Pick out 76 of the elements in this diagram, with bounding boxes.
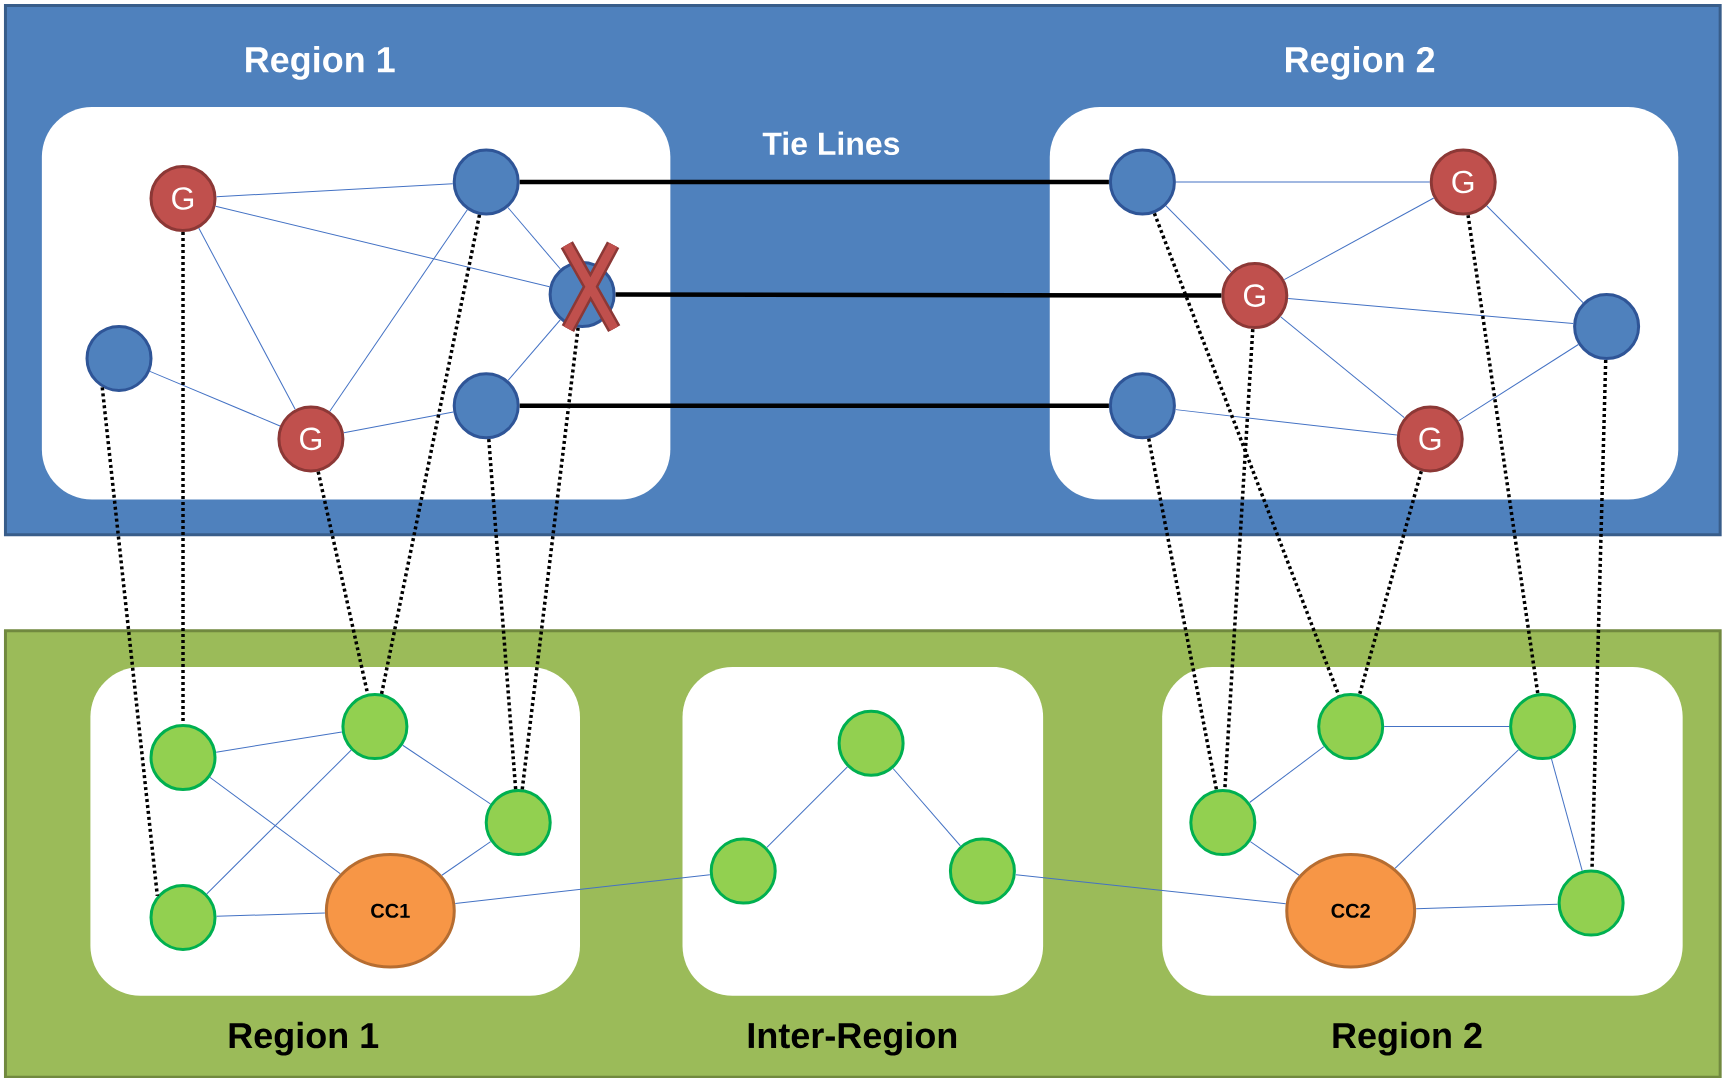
dotted-line (181, 232, 185, 724)
control-center-node: CC2 (1285, 853, 1417, 969)
line (215, 205, 551, 288)
network-node (1509, 693, 1577, 761)
line (1249, 841, 1300, 876)
line (1283, 197, 1435, 281)
region-heading: Region 1 (229, 1021, 379, 1056)
control-center-node: CC1 (324, 853, 456, 969)
line (402, 744, 491, 805)
bus-node (1573, 293, 1641, 360)
dotted-line (1147, 438, 1219, 791)
generator-node: G (277, 405, 345, 473)
bus-node (452, 372, 520, 440)
tie-line (615, 292, 1222, 298)
tie-line (519, 403, 1109, 409)
dotted-line (1152, 212, 1341, 696)
dotted-line (1223, 328, 1255, 790)
bus-node (452, 148, 520, 216)
bus-node (548, 261, 616, 328)
bus-node (85, 324, 153, 392)
network-node (1317, 693, 1385, 761)
line (1175, 409, 1398, 436)
dotted-line (487, 439, 518, 790)
line (1551, 758, 1583, 872)
dotted-line (1590, 359, 1608, 870)
network-node (484, 789, 552, 857)
network-node (149, 724, 217, 791)
line (215, 183, 454, 198)
generator-node: G (149, 165, 217, 232)
line (441, 841, 492, 876)
network-node (1557, 869, 1625, 937)
generator-node: G (1396, 405, 1464, 473)
line (1394, 749, 1519, 869)
network-node (709, 837, 777, 905)
generator-node: G (1429, 148, 1497, 216)
network-node (341, 693, 409, 761)
line (343, 411, 454, 434)
line (1415, 903, 1559, 910)
bus-node (1108, 148, 1176, 216)
line (1249, 746, 1325, 803)
line (1457, 344, 1579, 422)
line (149, 370, 281, 427)
line (1383, 726, 1510, 728)
line (209, 776, 341, 875)
tie-lines-label: Tie Lines (762, 131, 900, 156)
region-heading: Region 2 (1333, 1021, 1482, 1056)
dotted-line (379, 214, 482, 695)
network-node (948, 837, 1016, 905)
line (198, 227, 296, 410)
line (1015, 874, 1287, 905)
dotted-line (100, 387, 160, 897)
generator-node: G (1221, 262, 1289, 330)
line (216, 912, 326, 917)
region-heading: Inter-Region (748, 1021, 957, 1056)
network-node (1189, 789, 1257, 857)
line (454, 874, 711, 904)
line (1287, 298, 1574, 325)
line (892, 767, 961, 847)
dotted-line (520, 327, 580, 790)
line (507, 207, 561, 270)
line (1175, 181, 1431, 183)
line (1280, 316, 1405, 419)
line (206, 749, 352, 895)
network-node (149, 883, 217, 951)
network-node (837, 709, 905, 777)
region-heading: Region 1 (246, 46, 395, 80)
line (215, 731, 343, 753)
bus-node (1108, 372, 1176, 440)
line (1486, 205, 1584, 304)
region-heading: Region 2 (1286, 46, 1435, 80)
line (329, 209, 468, 412)
dotted-line (316, 471, 370, 695)
line (507, 319, 561, 381)
line (766, 766, 848, 848)
tie-line (519, 179, 1109, 185)
line (1165, 205, 1232, 273)
